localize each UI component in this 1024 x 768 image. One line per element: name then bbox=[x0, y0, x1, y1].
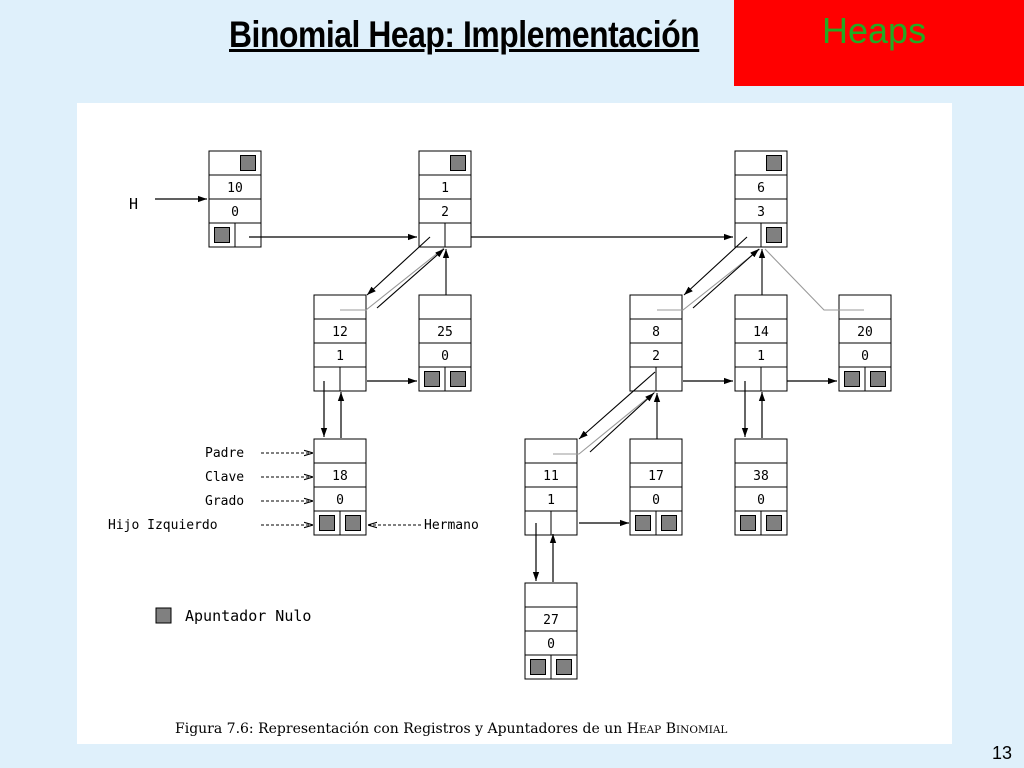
null-child-pointer bbox=[844, 371, 860, 387]
parent-arrow bbox=[376, 248, 445, 309]
null-sibling-pointer bbox=[870, 371, 886, 387]
null-parent-pointer bbox=[450, 155, 466, 171]
heap-node: 14 1 bbox=[734, 294, 788, 392]
heap-node: 12 1 bbox=[313, 294, 367, 392]
child-arrow bbox=[578, 371, 656, 440]
node-degree: 0 bbox=[861, 349, 869, 364]
null-child-pointer bbox=[530, 659, 546, 675]
parent-arrow bbox=[589, 392, 655, 453]
parent-pointer bbox=[657, 248, 761, 311]
node-key: 38 bbox=[753, 469, 769, 484]
null-sibling-pointer bbox=[556, 659, 572, 675]
node-degree: 0 bbox=[757, 493, 765, 508]
null-sibling-pointer bbox=[766, 227, 782, 243]
node-key: 10 bbox=[227, 181, 243, 196]
child-arrow bbox=[366, 236, 431, 296]
heap-node: 12 bbox=[418, 150, 472, 248]
page-number: 13 bbox=[991, 743, 1012, 763]
null-child-pointer bbox=[214, 227, 230, 243]
null-child-pointer bbox=[319, 515, 335, 531]
node-key: 20 bbox=[857, 325, 873, 340]
null-sibling-pointer bbox=[661, 515, 677, 531]
null-sibling-pointer bbox=[450, 371, 466, 387]
node-key: 14 bbox=[753, 325, 769, 340]
node-key: 1 bbox=[441, 181, 449, 196]
heap-node: 38 0 bbox=[734, 438, 788, 536]
node-key: 12 bbox=[332, 325, 348, 340]
null-parent-pointer bbox=[240, 155, 256, 171]
node-key: 11 bbox=[543, 469, 559, 484]
heap-node: 10 0 bbox=[208, 150, 262, 248]
parent-arrow bbox=[692, 248, 760, 309]
node-degree: 0 bbox=[547, 637, 555, 652]
node-degree: 0 bbox=[652, 493, 660, 508]
node-key: 8 bbox=[652, 325, 660, 340]
section-tag-label: Heaps bbox=[822, 10, 927, 51]
node-degree: 2 bbox=[441, 205, 449, 220]
heap-node: 82 bbox=[629, 294, 683, 392]
figure-caption: Figura 7.6: Representación con Registros… bbox=[175, 721, 727, 737]
node-key: 6 bbox=[757, 181, 765, 196]
child-arrow bbox=[683, 236, 748, 296]
legend-label: Apuntador Nulo bbox=[185, 607, 311, 625]
label-hijo-izquierdo: Hijo Izquierdo bbox=[108, 518, 218, 533]
heap-node: 20 0 bbox=[838, 294, 892, 392]
heap-node: 25 0 bbox=[418, 294, 472, 392]
node-degree: 1 bbox=[757, 349, 765, 364]
node-degree: 1 bbox=[336, 349, 344, 364]
node-degree: 0 bbox=[441, 349, 449, 364]
null-parent-pointer bbox=[766, 155, 782, 171]
node-key: 18 bbox=[332, 469, 348, 484]
node-degree: 3 bbox=[757, 205, 765, 220]
label-clave: Clave bbox=[205, 470, 244, 485]
heap-node: 27 0 bbox=[524, 582, 578, 680]
null-child-pointer bbox=[635, 515, 651, 531]
parent-pointer bbox=[340, 247, 445, 311]
node-degree: 0 bbox=[231, 205, 239, 220]
legend: Apuntador Nulo bbox=[155, 607, 311, 625]
node-key: 25 bbox=[437, 325, 453, 340]
section-tag: Heaps bbox=[734, 0, 1024, 86]
parent-pointer bbox=[764, 248, 864, 311]
null-pointer-swatch bbox=[155, 607, 172, 624]
null-sibling-pointer bbox=[766, 515, 782, 531]
node-degree: 0 bbox=[336, 493, 344, 508]
label-hermano: Hermano bbox=[424, 518, 479, 533]
slide-title: Binomial Heap: Implementación bbox=[229, 14, 700, 55]
label-padre: Padre bbox=[205, 446, 244, 461]
field-annotations: Padre Clave Grado Hijo Izquierdo Hermano bbox=[108, 446, 479, 533]
heap-node: 18 0 bbox=[313, 438, 367, 536]
heap-node: 111 bbox=[524, 438, 578, 536]
null-child-pointer bbox=[740, 515, 756, 531]
node-degree: 2 bbox=[652, 349, 660, 364]
null-child-pointer bbox=[424, 371, 440, 387]
parent-pointer bbox=[553, 391, 656, 455]
head-label: H bbox=[129, 195, 138, 213]
node-key: 17 bbox=[648, 469, 664, 484]
node-key: 27 bbox=[543, 613, 559, 628]
label-grado: Grado bbox=[205, 494, 244, 509]
null-sibling-pointer bbox=[345, 515, 361, 531]
heap-node: 17 0 bbox=[629, 438, 683, 536]
heap-node: 63 bbox=[734, 150, 788, 248]
node-degree: 1 bbox=[547, 493, 555, 508]
